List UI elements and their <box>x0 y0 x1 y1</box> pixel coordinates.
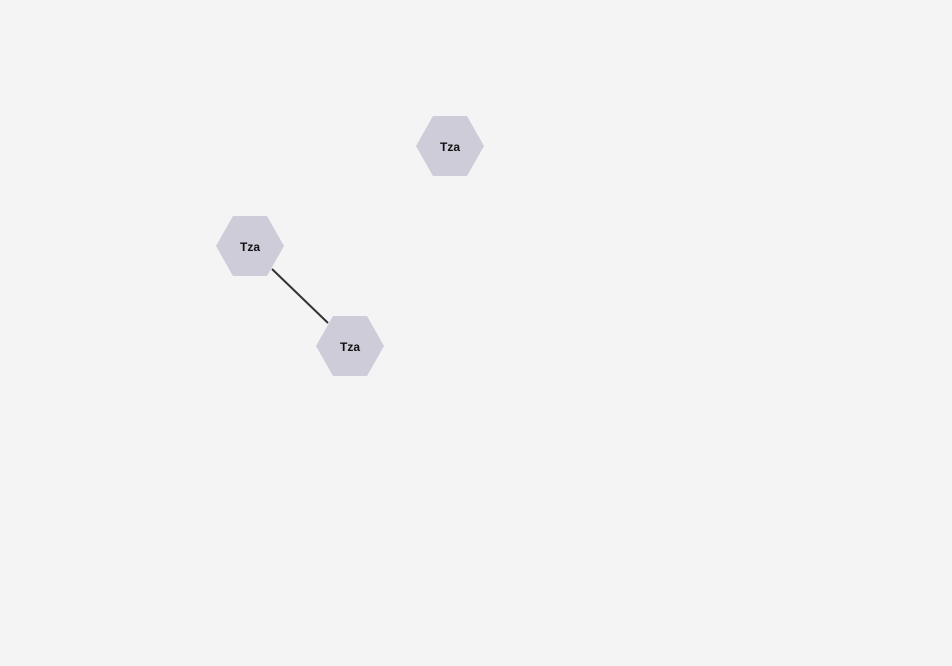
edges-layer <box>271 268 329 324</box>
hexagon-node-shape <box>416 116 484 176</box>
node-label: Tza <box>440 140 460 154</box>
edge-n2-n3 <box>271 268 329 324</box>
node-n3[interactable]: Tza <box>316 316 384 376</box>
node-label: Tza <box>340 340 360 354</box>
node-label: Tza <box>240 240 260 254</box>
hexagon-node-shape <box>216 216 284 276</box>
node-n1[interactable]: Tza <box>416 116 484 176</box>
node-n2[interactable]: Tza <box>216 216 284 276</box>
hexagon-node-shape <box>316 316 384 376</box>
